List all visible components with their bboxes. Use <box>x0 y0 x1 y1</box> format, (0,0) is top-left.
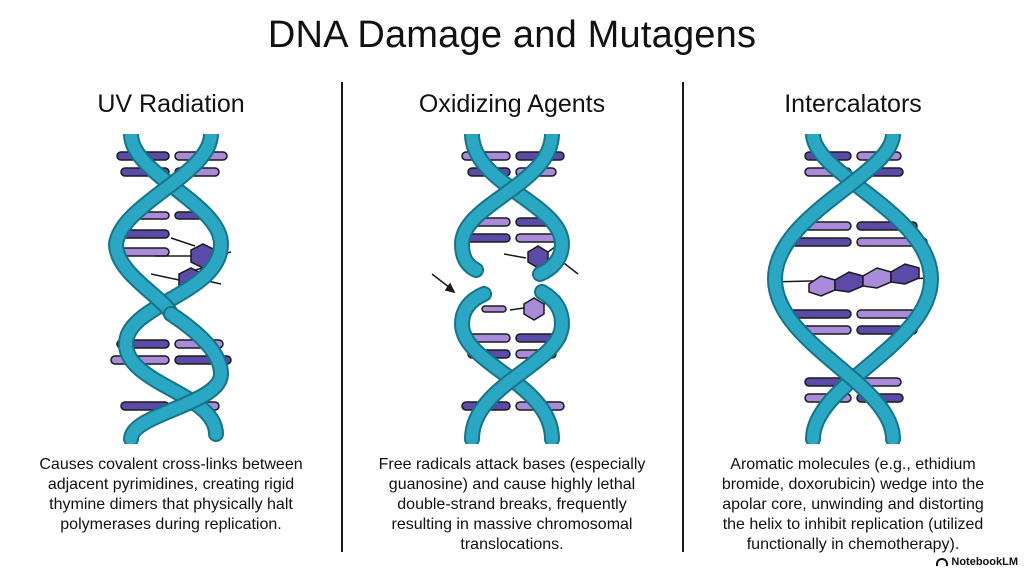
column-description: Free radicals attack bases (especially g… <box>347 455 677 555</box>
divider-right <box>682 82 684 552</box>
column-uv-radiation: UV Radiation <box>6 90 336 560</box>
description-line: the helix to inhibit replication (utiliz… <box>722 516 984 533</box>
column-description: Causes covalent cross-links between adja… <box>6 455 336 535</box>
description-line: Causes covalent cross-links between <box>39 456 303 473</box>
uv-dna-helix-icon <box>107 134 232 444</box>
column-intercalators: Intercalators <box>688 90 1018 560</box>
divider-left <box>341 82 343 552</box>
damaged-base-icon <box>481 241 563 321</box>
description-line: adjacent pyrimidines, creating rigid <box>47 476 295 493</box>
description-line: bromide, doxorubicin) wedge into the <box>721 476 985 493</box>
page-title: DNA Damage and Mutagens <box>267 14 757 56</box>
description-line: Free radicals attack bases (especially <box>378 456 646 473</box>
oxidizing-dna-helix-icon <box>431 134 579 444</box>
description-line: thymine dimers that physically halt <box>49 496 293 513</box>
column-description: Aromatic molecules (e.g., ethidium bromi… <box>688 455 1018 555</box>
description-line: Aromatic molecules (e.g., ethidium <box>730 456 976 473</box>
description-line: resulting in massive chromosomal <box>391 516 633 533</box>
column-heading: Intercalators <box>784 90 922 118</box>
column-oxidizing-agents: Oxidizing Agents <box>347 90 677 560</box>
intercalator-molecule-icon <box>768 263 938 297</box>
description-line: guanosine) and cause highly lethal <box>388 476 636 493</box>
intercalator-dna-helix-icon <box>766 134 940 444</box>
column-heading: UV Radiation <box>97 90 245 118</box>
description-line: apolar core, unwinding and distorting <box>722 496 984 513</box>
description-line: polymerases during replication. <box>60 516 282 533</box>
brand-watermark: NotebookLM <box>936 556 1018 568</box>
description-line: functionally in chemotherapy). <box>746 536 960 553</box>
column-heading: Oxidizing Agents <box>418 90 606 118</box>
description-line: double-strand breaks, frequently <box>397 496 627 513</box>
description-line: translocations. <box>460 536 564 553</box>
brand-label: NotebookLM <box>951 556 1018 568</box>
notebooklm-logo-icon <box>936 558 949 566</box>
